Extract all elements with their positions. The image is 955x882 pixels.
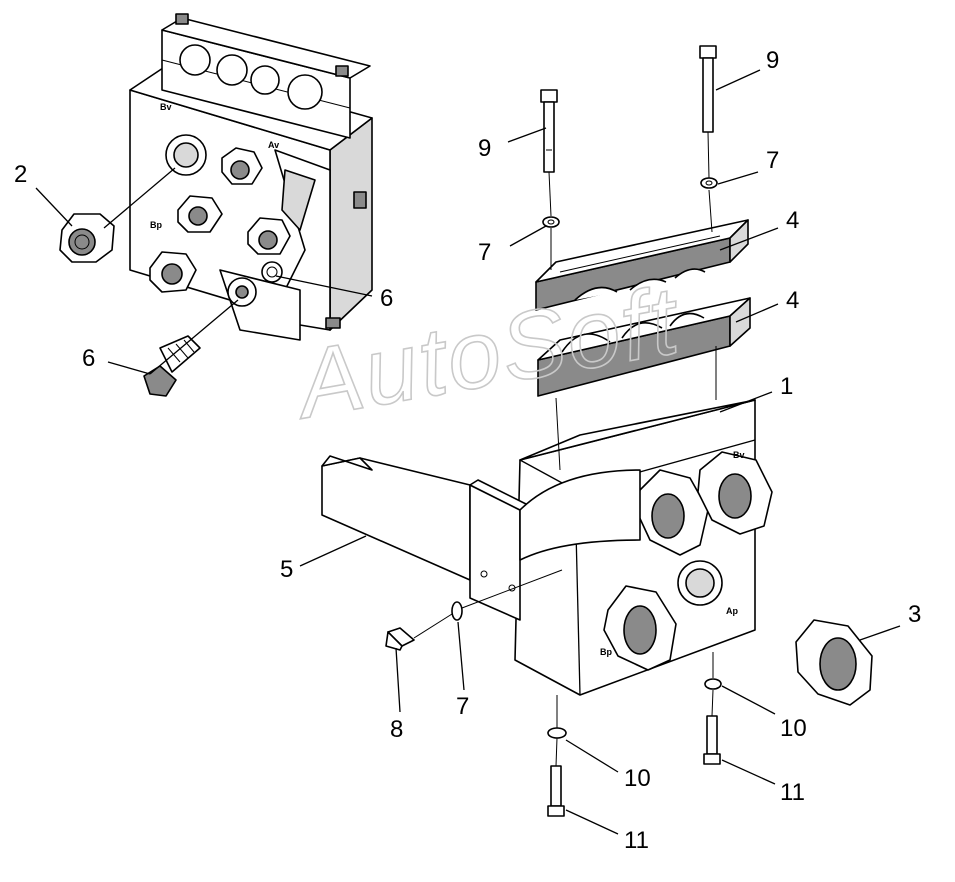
part-9-bolt-left bbox=[540, 89, 558, 173]
main-port-ap bbox=[677, 560, 723, 606]
part-8-screw bbox=[385, 627, 415, 651]
callout-7-right: 7 bbox=[766, 147, 779, 174]
assembly-axes bbox=[413, 131, 717, 767]
callout-1: 1 bbox=[780, 373, 793, 400]
part-10-washer-right bbox=[704, 678, 722, 690]
callout-11-right: 11 bbox=[780, 779, 805, 806]
part-7-washer-right bbox=[700, 177, 718, 189]
assembled-valve-block: Bv Av Bp bbox=[129, 13, 373, 341]
part-3-fitting bbox=[795, 619, 873, 706]
top-port-label-bv: Bv bbox=[160, 102, 172, 112]
part-7-washer-left bbox=[542, 216, 560, 228]
callout-6-upper: 6 bbox=[380, 285, 393, 312]
part-9-bolt-right bbox=[699, 45, 717, 133]
main-port-label-bv: Bv bbox=[733, 450, 745, 460]
top-port-label-av: Av bbox=[268, 140, 279, 150]
callout-5: 5 bbox=[280, 556, 293, 583]
callout-4-lower: 4 bbox=[786, 287, 799, 314]
callout-numbers: 1 2 3 4 4 5 6 6 7 7 7 8 9 9 10 10 11 11 bbox=[14, 47, 921, 854]
callout-9-left: 9 bbox=[478, 135, 491, 162]
callout-6-lower: 6 bbox=[82, 345, 95, 372]
callout-10-left: 10 bbox=[624, 765, 651, 792]
callout-3: 3 bbox=[908, 601, 921, 628]
part-7-washer-lower bbox=[451, 601, 463, 621]
part-10-washer-left bbox=[547, 727, 567, 739]
main-port-label-ap: Ap bbox=[726, 606, 738, 616]
part-2-fitting bbox=[59, 213, 115, 263]
main-fitting-av bbox=[635, 469, 709, 556]
callout-7-lower: 7 bbox=[456, 693, 469, 720]
part-11-screw-right bbox=[703, 715, 721, 765]
part-5-bracket bbox=[321, 455, 641, 621]
main-port-label-bp: Bp bbox=[600, 647, 612, 657]
callout-10-right: 10 bbox=[780, 715, 807, 742]
callout-9-right: 9 bbox=[766, 47, 779, 74]
main-fitting-bv bbox=[697, 451, 773, 535]
callout-11-left: 11 bbox=[624, 827, 649, 854]
part-4-clamp-lower bbox=[537, 297, 751, 397]
callout-4-upper: 4 bbox=[786, 207, 799, 234]
part-6-bolt bbox=[143, 335, 201, 397]
part-11-screw-left bbox=[547, 765, 565, 817]
top-port-label-bp: Bp bbox=[150, 220, 162, 230]
leader-lines bbox=[35, 69, 901, 835]
callout-8: 8 bbox=[390, 716, 403, 743]
main-fitting-bp bbox=[603, 585, 677, 671]
callout-7-left: 7 bbox=[478, 239, 491, 266]
part-4-clamp-upper bbox=[535, 219, 749, 311]
part-1-main-block: Bv Av Ap Bp bbox=[514, 399, 773, 696]
callout-2: 2 bbox=[14, 161, 27, 188]
